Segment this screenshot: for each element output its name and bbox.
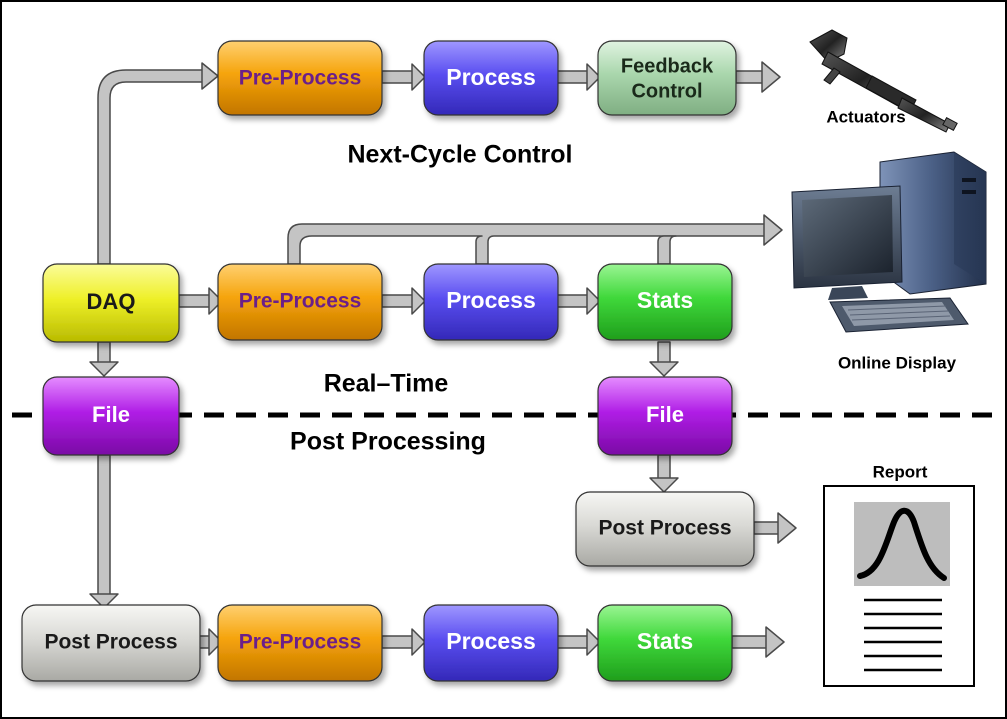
process-top-label: Process	[446, 64, 536, 90]
daq-label: DAQ	[87, 289, 136, 314]
pre-process-top-box	[217, 40, 383, 116]
process-mid-box	[423, 263, 559, 341]
daq-to-top-row-pipe	[97, 69, 209, 265]
pre-process-top-label: Pre-Process	[239, 67, 362, 90]
file-left-box	[42, 376, 180, 456]
feedback-control-label-line1: Feedback	[621, 55, 714, 77]
connector-pipes	[89, 61, 797, 658]
stats-bottom-box	[597, 604, 733, 682]
process-bottom-box	[423, 604, 559, 682]
report-label: Report	[873, 462, 928, 481]
arrow-to-pre-process-top	[201, 62, 219, 90]
online-display-bus	[287, 223, 771, 265]
pre-process-bottom-box	[217, 604, 383, 682]
stats-mid-box	[597, 263, 733, 341]
report-text-lines	[864, 598, 942, 672]
pipe-file-to-post-process-right	[657, 454, 671, 482]
post-process-bottom-box	[21, 604, 201, 682]
online-display-label: Online Display	[838, 353, 957, 372]
process-top-box	[423, 40, 559, 116]
actuators-label: Actuators	[826, 107, 905, 126]
post-process-right-label: Post Process	[598, 517, 731, 540]
file-right-box	[597, 376, 733, 456]
arrow-to-report	[777, 512, 797, 544]
real-time-label: Real–Time	[324, 370, 449, 398]
file-right-label: File	[646, 402, 684, 427]
pre-process-mid-label: Pre-Process	[239, 290, 362, 313]
arrow-bottom-out	[765, 626, 785, 658]
daq-box	[42, 263, 180, 343]
arrow-to-actuators	[761, 61, 781, 93]
pipe-file-left-to-post-process-bottom	[97, 454, 111, 598]
arrow-to-online-display	[763, 214, 783, 246]
file-left-label: File	[92, 402, 130, 427]
stats-bottom-label: Stats	[637, 628, 693, 654]
stats-mid-label: Stats	[637, 287, 693, 313]
pre-process-bottom-label: Pre-Process	[239, 631, 362, 654]
report-peak-curve	[857, 507, 947, 581]
report-document-icon	[823, 485, 975, 687]
process-mid-label: Process	[446, 287, 536, 313]
post-process-right-box	[575, 491, 755, 567]
actuator-injector-icon	[809, 29, 958, 133]
next-cycle-control-label: Next-Cycle Control	[347, 141, 572, 169]
process-bottom-label: Process	[446, 628, 536, 654]
feedback-control-box	[597, 40, 737, 116]
post-process-bottom-label: Post Process	[44, 631, 177, 654]
online-display-computer-icon	[791, 151, 987, 333]
pre-process-mid-box	[217, 263, 383, 341]
post-processing-label: Post Processing	[290, 428, 486, 456]
feedback-control-label-line2: Control	[631, 80, 702, 102]
